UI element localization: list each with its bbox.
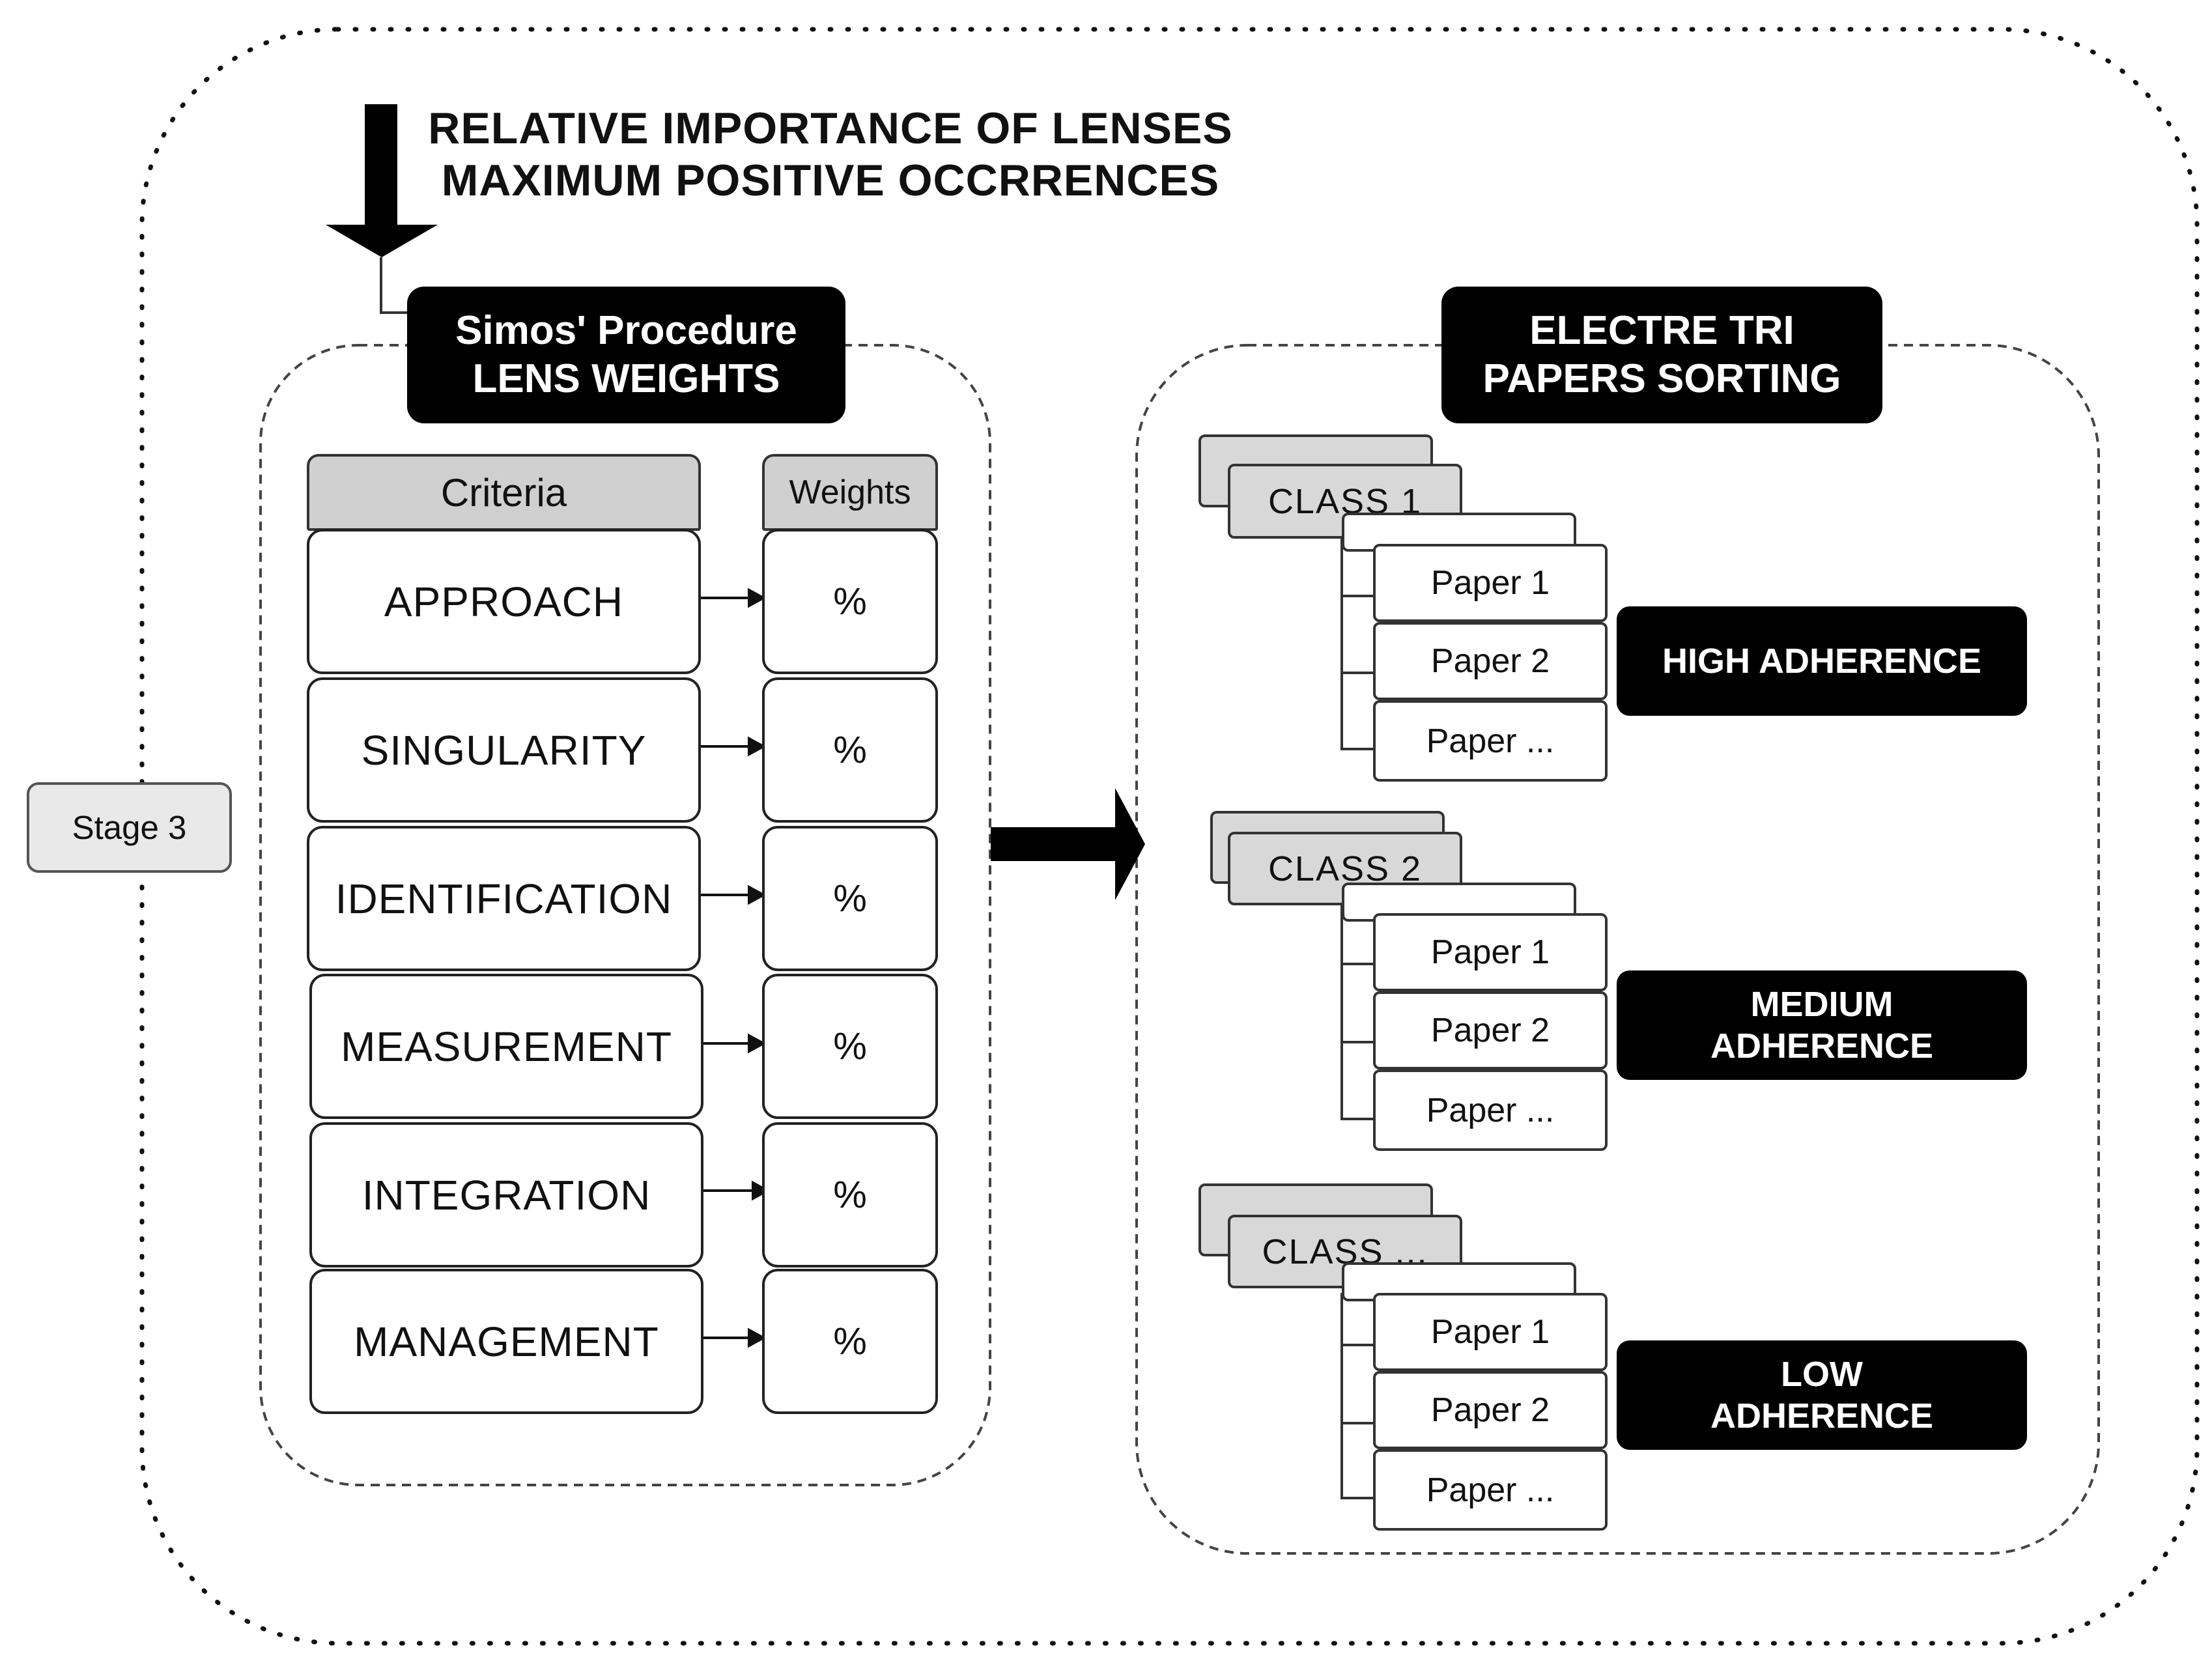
low-adherence-line-1: LOW <box>1781 1355 1863 1394</box>
low-adherence-label: LOW ADHERENCE <box>1617 1340 2027 1450</box>
papers-sorting-header-line-1: ELECTRE TRI <box>1529 308 1794 353</box>
class-3-paper-2: Paper 2 <box>1373 1371 1608 1449</box>
weight-singularity: % <box>762 677 938 823</box>
lens-weights-header-line-2: LENS WEIGHTS <box>472 356 780 401</box>
input-annotation: RELATIVE IMPORTANCE OF LENSES MAXIMUM PO… <box>423 102 1238 206</box>
criteria-to-weight-arrows <box>701 587 771 1348</box>
papers-sorting-container <box>1135 344 2100 1555</box>
weight-integration: % <box>762 1122 938 1267</box>
criterion-integration: INTEGRATION <box>309 1122 703 1267</box>
class-3-paper-1: Paper 1 <box>1373 1293 1608 1371</box>
weight-measurement: % <box>762 974 938 1119</box>
weight-approach: % <box>762 529 938 674</box>
class-3-paper-more: Paper ... <box>1373 1449 1608 1531</box>
medium-adherence-label: MEDIUM ADHERENCE <box>1617 970 2027 1080</box>
class-3-connectors <box>1340 1293 1373 1499</box>
criterion-identification: IDENTIFICATION <box>307 826 701 971</box>
criteria-column-header: Criteria <box>307 454 701 531</box>
class-1-paper-1: Paper 1 <box>1373 544 1608 622</box>
down-arrow <box>326 104 438 314</box>
stage-label: Stage 3 <box>27 782 232 873</box>
high-adherence-line-1: HIGH ADHERENCE <box>1662 642 1982 681</box>
class-2-paper-1: Paper 1 <box>1373 913 1608 991</box>
criterion-measurement: MEASUREMENT <box>309 974 703 1119</box>
class-1-paper-more: Paper ... <box>1373 700 1608 782</box>
high-adherence-label: HIGH ADHERENCE <box>1617 606 2027 716</box>
input-annotation-line-2: MAXIMUM POSITIVE OCCRRENCES <box>441 156 1220 205</box>
input-annotation-line-1: RELATIVE IMPORTANCE OF LENSES <box>428 104 1233 153</box>
papers-sorting-header-line-2: PAPERS SORTING <box>1482 356 1841 401</box>
class-1-paper-2: Paper 2 <box>1373 622 1608 700</box>
criterion-singularity: SINGULARITY <box>307 677 701 823</box>
low-adherence-line-2: ADHERENCE <box>1710 1396 1934 1436</box>
criterion-approach: APPROACH <box>307 529 701 674</box>
medium-adherence-line-1: MEDIUM <box>1750 985 1893 1024</box>
weight-identification: % <box>762 826 938 971</box>
papers-sorting-header: ELECTRE TRI PAPERS SORTING <box>1441 287 1882 423</box>
lens-weights-header-line-1: Simos' Procedure <box>455 308 797 353</box>
class-2-paper-2: Paper 2 <box>1373 991 1608 1069</box>
class-1-connectors <box>1340 539 1373 750</box>
class-2-connectors <box>1340 905 1373 1120</box>
criterion-management: MANAGEMENT <box>309 1269 703 1414</box>
right-arrow <box>991 788 1145 900</box>
medium-adherence-line-2: ADHERENCE <box>1710 1026 1934 1066</box>
lens-weights-header: Simos' Procedure LENS WEIGHTS <box>407 287 845 423</box>
class-2-paper-more: Paper ... <box>1373 1069 1608 1151</box>
weights-column-header: Weights <box>762 454 938 531</box>
weight-management: % <box>762 1269 938 1414</box>
